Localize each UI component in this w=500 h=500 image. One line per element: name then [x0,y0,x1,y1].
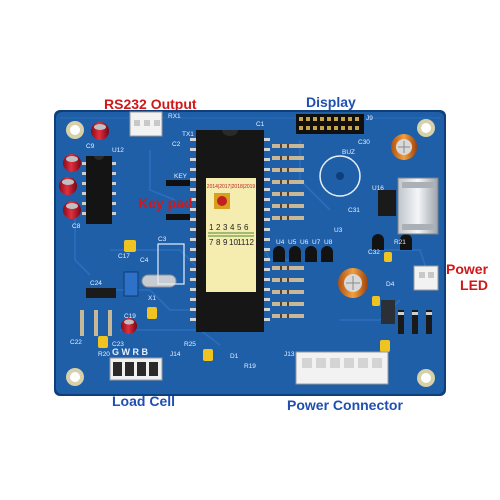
yellow-capacitors [98,240,392,361]
keypad-label: Key pad [138,195,193,211]
silk-tx1: TX1 [182,131,194,138]
silk-u12: U12 [112,147,124,154]
power-led-connector [413,265,439,291]
keypad-key-6: 6 [244,223,249,232]
capacitor [59,177,77,195]
voltage-regulator-heatsink [378,177,439,235]
rs232-output-label: RS232 Output [104,96,197,112]
load-cell-pin-labels: G W R B [112,347,148,357]
silk-x1: X1 [148,295,156,302]
silk-u5: U5 [288,239,297,246]
silkscreen-labels: C2 C1 RX1 TX1 U12 C9 C8 C3 C4 C17 C24 C2… [70,113,406,370]
keypad-key-2: 2 [216,223,221,232]
silk-r21: R21 [394,239,406,246]
keypad-key-8: 8 [216,238,221,247]
power-label-line2: LED [460,277,489,293]
crystal-x1 [141,274,177,288]
silk-c1: C1 [256,121,265,128]
keypad-key-11: 11 [237,238,246,247]
trimmer-blue [123,271,139,297]
silk-c23: C23 [112,341,124,348]
rs232-connector [129,111,163,137]
capacitor-c8 [63,201,81,219]
capacitor-c9 [63,154,81,172]
keypad-key-7: 7 [209,238,214,247]
silk-u7: U7 [312,239,321,246]
microcontroller-ic: 2014|2017|2018|2019 1 2 3 4 5 6 7 8 9 10… [190,130,270,332]
silk-r20: R20 [98,351,110,358]
display-header [296,114,364,134]
keypad-key-3: 3 [223,223,228,232]
small-capacitor-c24 [86,288,116,298]
silk-c32: C32 [368,249,380,256]
resistor-array [272,144,304,318]
silk-r19: R19 [244,363,256,370]
buzzer [319,155,361,197]
mounting-hole [66,368,84,386]
silk-u16: U16 [372,185,384,192]
silk-c8: C8 [72,223,81,230]
keypad-header [166,180,190,220]
keypad-key-4: 4 [230,223,235,232]
silk-c30: C30 [358,139,370,146]
power-connector-label: Power Connector [287,397,403,413]
silk-buz: BUZ [342,149,355,156]
keypad-key-12: 12 [245,238,254,247]
silk-d1: D1 [230,353,239,360]
mounting-hole [66,121,84,139]
capacitor-c33 [338,268,368,298]
silk-u3: U3 [334,227,343,234]
mcu-sticker-text: 2014|2017|2018|2019 [207,184,256,190]
keypad-key-1: 1 [209,223,214,232]
power-label-line1: Power [446,261,489,277]
ic-socket [157,243,185,285]
ic-u12 [82,156,116,224]
mounting-hole [417,119,435,137]
capacitor-c2 [91,122,109,140]
silk-u8: U8 [324,239,333,246]
display-label: Display [306,94,356,110]
silk-c9: C9 [86,143,95,150]
silk-c3: C3 [158,236,167,243]
silk-key: KEY [174,173,188,180]
keypad-key-9: 9 [223,238,228,247]
silk-u4: U4 [276,239,285,246]
silk-j9: J9 [366,115,373,122]
mounting-hole [417,369,435,387]
silk-c22: C22 [70,339,82,346]
diode-row [381,300,432,334]
silk-j13: J13 [284,351,295,358]
resistors-left [80,310,112,336]
capacitor-c19 [121,318,137,334]
silk-c19: C19 [124,313,136,320]
power-led-label: Power LED [446,261,488,293]
silk-rx1: RX1 [168,113,181,120]
silk-j14: J14 [170,351,181,358]
silk-d4: D4 [386,281,395,288]
silk-c4: C4 [140,257,149,264]
silk-c2: C2 [172,141,181,148]
keypad-key-10: 10 [229,238,238,247]
load-cell-label: Load Cell [112,393,176,409]
load-cell-terminal [109,357,163,381]
silk-c17: C17 [118,253,130,260]
power-connector-block [295,351,389,385]
silk-c24: C24 [90,280,102,287]
transistor-row [273,234,412,262]
silk-u6: U6 [300,239,309,246]
keypad-key-5: 5 [237,223,242,232]
silk-r25: R25 [184,341,196,348]
capacitor-c30 [391,134,417,160]
silk-c31: C31 [348,207,360,214]
